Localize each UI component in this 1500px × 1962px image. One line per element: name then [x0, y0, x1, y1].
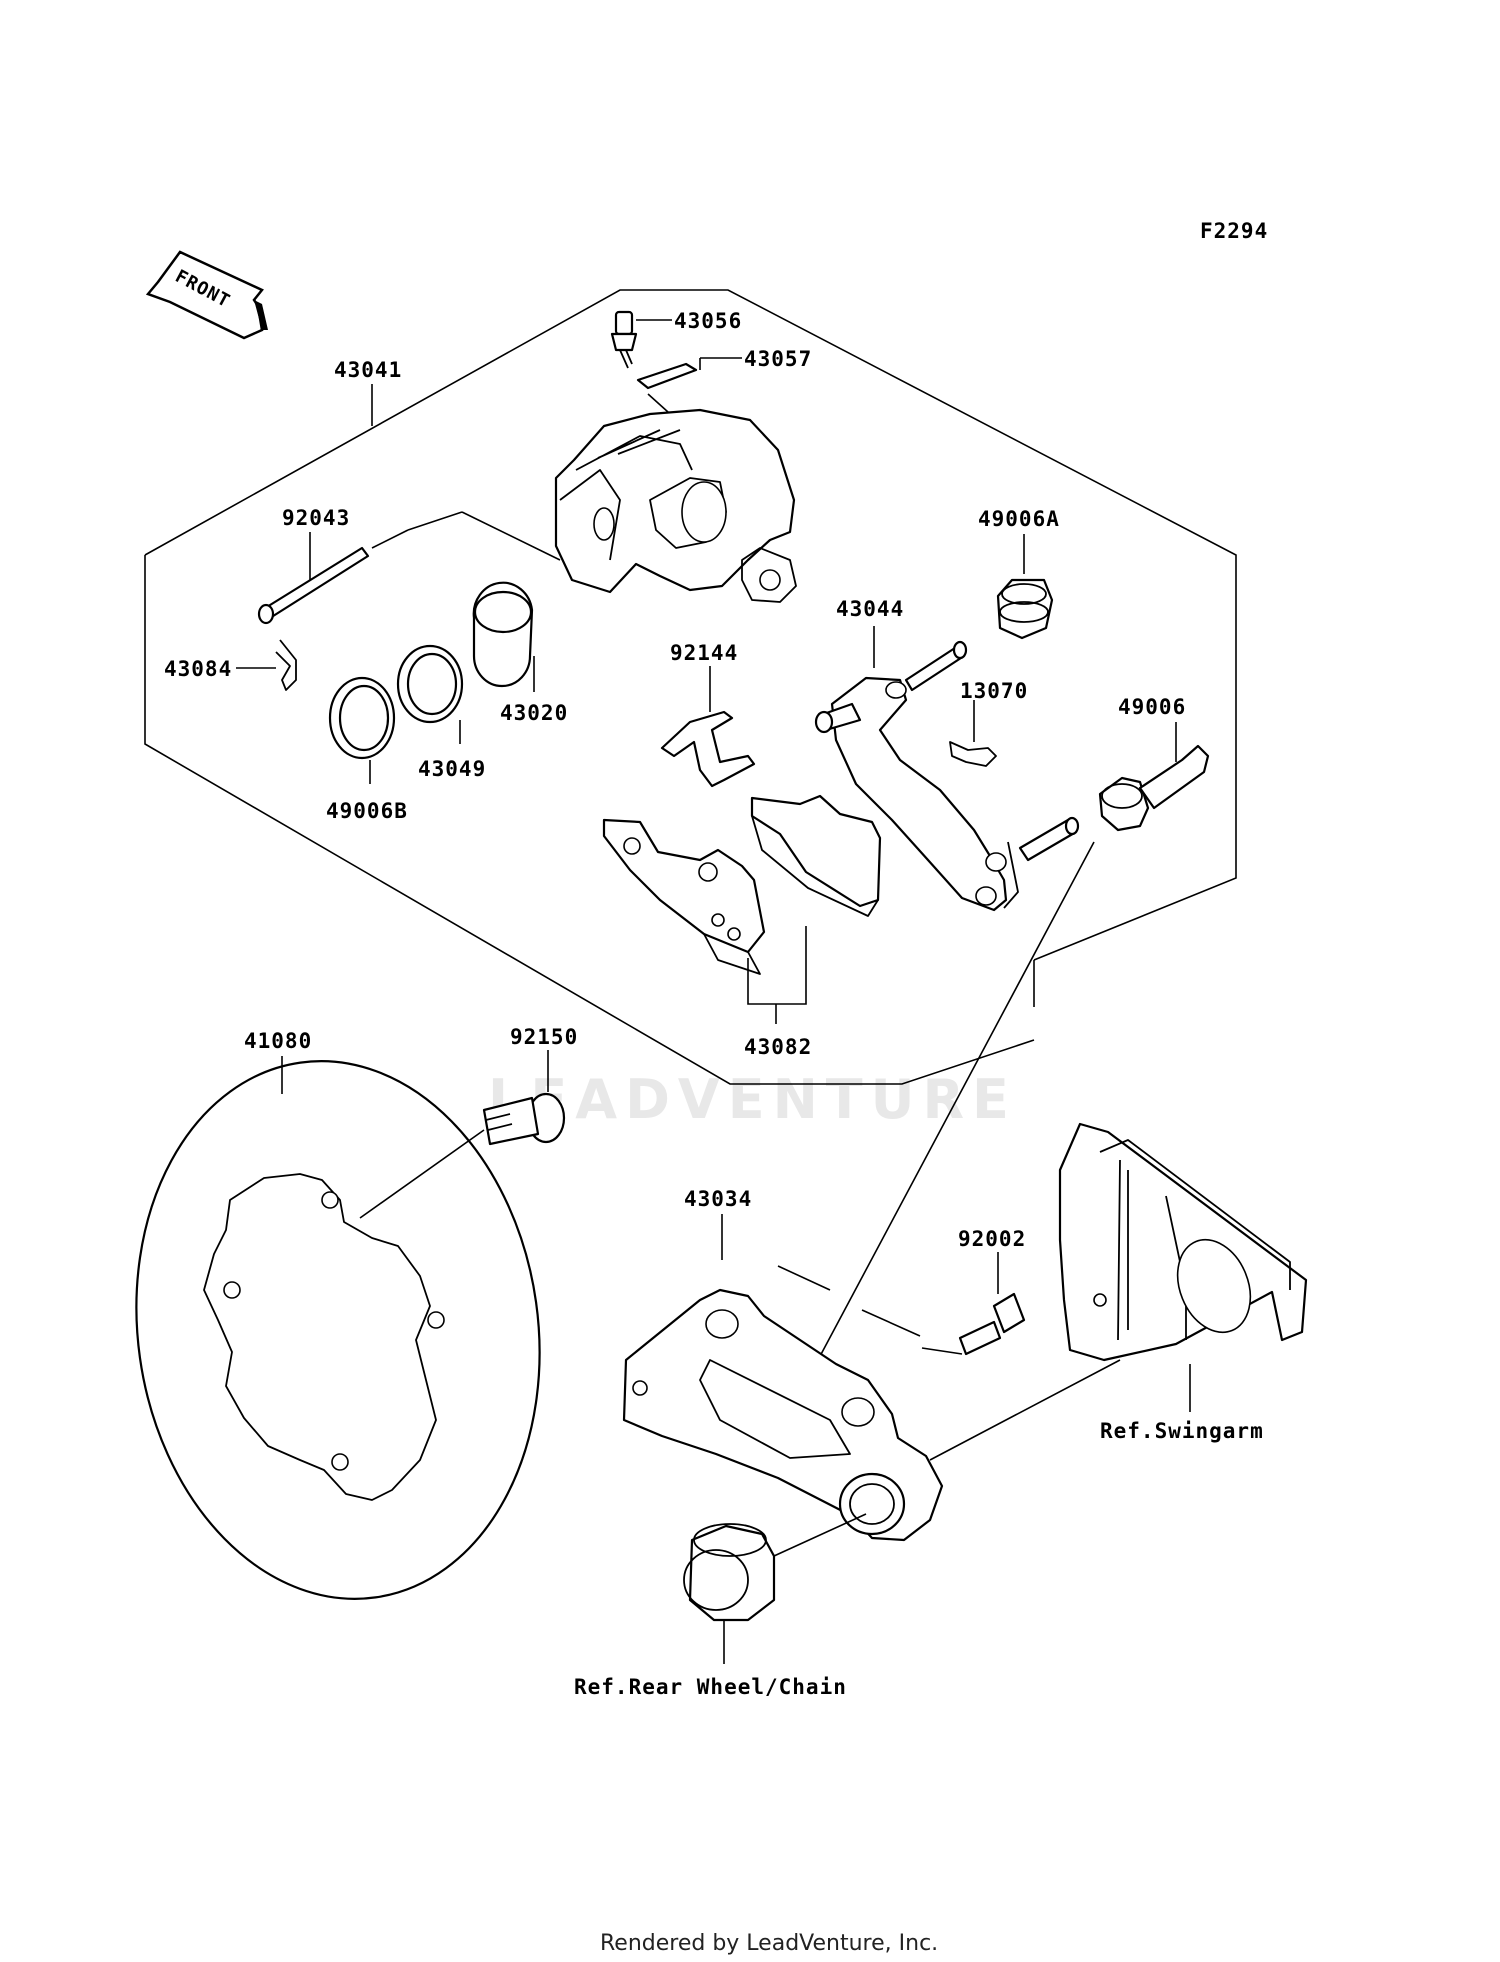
label-43084: 43084: [164, 657, 232, 681]
label-43049: 43049: [418, 757, 486, 781]
caliper-bracket: [814, 640, 1080, 912]
label-92043: 92043: [282, 506, 350, 530]
brake-pad-front: [602, 818, 766, 975]
caliper-pin: [257, 546, 370, 625]
ref-swingarm: Ref.Swingarm: [1100, 1419, 1264, 1443]
boot-b: [1098, 744, 1210, 832]
label-92150: 92150: [510, 1025, 578, 1049]
watermark: LEADVENTURE: [488, 1068, 1017, 1131]
label-49006A: 49006A: [978, 507, 1060, 531]
label-92002: 92002: [958, 1227, 1026, 1251]
caliper-assembly-outline: [144, 555, 1035, 1085]
dust-seal: [328, 676, 396, 760]
label-49006: 49006: [1118, 695, 1186, 719]
label-43041: 43041: [334, 358, 402, 382]
label-43082: 43082: [744, 1035, 812, 1059]
footer-credit: Rendered by LeadVenture, Inc.: [600, 1931, 938, 1956]
label-41080: 41080: [244, 1029, 312, 1053]
figure-code: F2294: [1200, 219, 1268, 243]
ref-rear-wheel-chain: Ref.Rear Wheel/Chain: [574, 1675, 847, 1699]
front-arrow-icon: FRONT: [145, 250, 268, 340]
label-13070: 13070: [960, 679, 1028, 703]
label-43034: 43034: [684, 1187, 752, 1211]
small-clip: [949, 741, 997, 767]
label-43056: 43056: [674, 309, 742, 333]
label-43057: 43057: [744, 347, 812, 371]
bleeder-valve: [610, 310, 638, 369]
brake-rotor: [135, 1060, 541, 1600]
piston-seal: [396, 644, 464, 724]
boot-a: [996, 578, 1054, 640]
caliper-piston: [472, 581, 534, 688]
brake-pad-rear: [750, 794, 882, 917]
retaining-clip: [275, 639, 297, 691]
label-49006B: 49006B: [326, 799, 408, 823]
caliper-body: [554, 408, 797, 603]
wheel-collar: [683, 1523, 776, 1622]
label-43020: 43020: [500, 701, 568, 725]
bleeder-cap: [636, 362, 698, 390]
bracket-bolt: [958, 1292, 1026, 1356]
pad-spring: [660, 710, 756, 788]
label-92144: 92144: [670, 641, 738, 665]
swingarm-ref: [1058, 1122, 1308, 1362]
label-43044: 43044: [836, 597, 904, 621]
caliper-mount-bracket: [622, 1288, 944, 1542]
rotor-bolt: [482, 1092, 566, 1146]
